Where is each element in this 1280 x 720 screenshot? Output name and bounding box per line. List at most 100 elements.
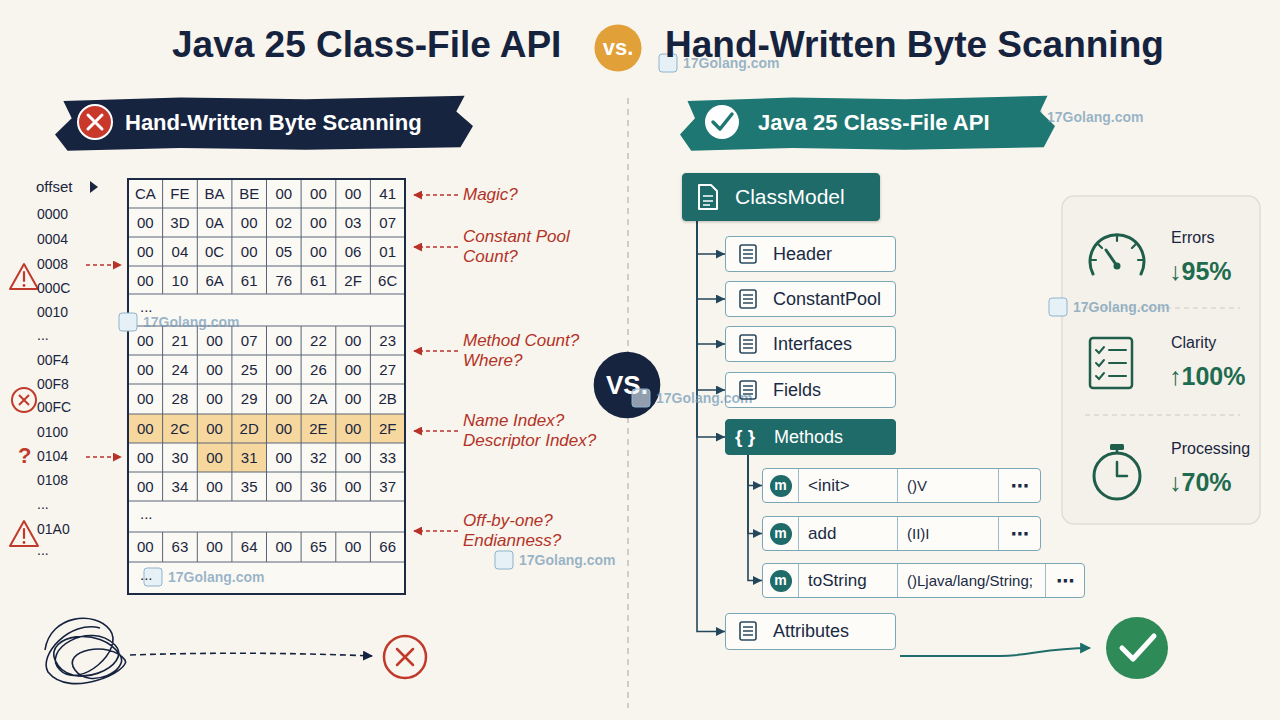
warning-dot [23,541,26,544]
hex-byte: 00 [128,532,163,561]
hex-byte: 0A [197,208,232,237]
checklist-ticks [1096,347,1104,379]
warning-triangle [10,264,38,289]
hex-byte: 30 [163,443,198,472]
hex-byte: 00 [301,208,336,237]
hex-byte: 37 [370,472,405,501]
hex-byte: 00 [267,355,302,384]
hex-byte: 04 [163,237,198,266]
watermark-icon [119,313,137,331]
section-banner: Java 25 Class-File API [680,94,1055,152]
hex-byte: 25 [232,355,267,384]
section-banner: Hand-Written Byte Scanning [55,94,473,152]
watermark: 17Golang.com [683,55,779,71]
tree-item: Attributes [725,613,896,650]
method-icon-letter: m [770,475,792,497]
hex-byte: 00 [128,355,163,384]
metric-value: ↓70% [1169,468,1232,497]
tree-item-label: Methods [774,427,843,448]
hex-byte: 31 [232,443,267,472]
metric-value: ↓95% [1169,257,1232,286]
watermark: 17Golang.com [1047,109,1143,125]
hex-byte: 61 [232,266,267,295]
tree-connector [748,455,762,534]
watermark-icon [1049,298,1067,316]
hex-byte: 00 [128,414,163,443]
offset-value: 00F4 [37,352,69,368]
hex-byte: 27 [370,355,405,384]
hex-grid-rows [128,208,405,562]
annotation-note: Constant Pool Count? [463,227,613,268]
hex-byte: 00 [336,532,371,561]
metrics-panel [1062,196,1260,524]
method-name: <init> [808,476,850,496]
hex-byte: 2E [301,414,336,443]
watermark: 17Golang.com [1073,299,1169,315]
method-cell: ()V [897,469,998,502]
hex-byte: 61 [301,266,336,295]
brush-band [55,96,473,151]
badge-circle [594,352,661,419]
tree-item-label: ConstantPool [773,289,881,310]
metric-value: ↑100% [1169,362,1245,391]
hex-byte: 00 [301,179,336,208]
hex-byte: 2C [163,414,198,443]
watermark: 17Golang.com [656,390,752,406]
method-icon-letter: m [770,523,792,545]
hex-byte: 23 [370,326,405,355]
error-circle [12,388,36,412]
hex-byte: 02 [267,208,302,237]
method-cell: toString [798,564,897,597]
hex-byte: 64 [232,532,267,561]
tree-item-label: Fields [773,380,821,401]
watermark: 17Golang.com [519,552,615,568]
hex-byte: 00 [267,472,302,501]
offset-pointer [90,181,98,193]
offset-value: ... [37,496,49,512]
tree-connector [697,221,725,344]
tree-item: Header [725,236,896,272]
brush-band [680,96,1055,151]
ellipsis: ... [140,566,153,583]
offset-value: 0108 [37,472,68,488]
tree-item: ConstantPool [725,281,896,317]
question-mark: ? [18,443,31,469]
warning-mark [23,529,25,538]
hex-byte: 00 [232,208,267,237]
hex-byte: 00 [128,384,163,413]
watermark: 17Golang.com [143,314,239,330]
hex-byte: 10 [163,266,198,295]
hex-byte: 00 [197,472,232,501]
hex-byte: 32 [301,443,336,472]
tree-item-label: Header [773,244,832,265]
hex-byte: 00 [232,237,267,266]
hex-byte: BA [197,179,232,208]
offset-value: 0100 [37,424,68,440]
hex-byte: CA [128,179,163,208]
success-check [1122,636,1154,659]
hex-byte: 00 [267,443,302,472]
more-ellipsis: ⋯ [1056,570,1074,592]
hex-byte: 00 [267,179,302,208]
hex-byte: 00 [128,266,163,295]
gauge-ticks [1091,236,1143,260]
pointer-arrow [86,456,121,458]
vs-text: VS. [606,370,648,401]
hex-byte: 00 [336,472,371,501]
offset-value: 0000 [37,206,68,222]
stopwatch-button [1110,444,1124,450]
panel-divider [1085,415,1240,416]
offset-value: 0104 [37,448,68,464]
vs-badge: VS. [593,351,661,419]
ellipsis: ... [140,298,153,315]
hex-byte: 00 [197,384,232,413]
hex-byte: 00 [197,326,232,355]
note-arrow [414,430,458,432]
vs-badge: vs. [594,24,642,72]
vs-text: vs. [603,35,634,61]
annotation-note: Method Count? Where? [463,331,613,372]
hex-byte: 03 [336,208,371,237]
hex-table-fill [128,179,405,594]
annotation-note: Magic? [463,185,613,205]
hex-byte: 35 [232,472,267,501]
